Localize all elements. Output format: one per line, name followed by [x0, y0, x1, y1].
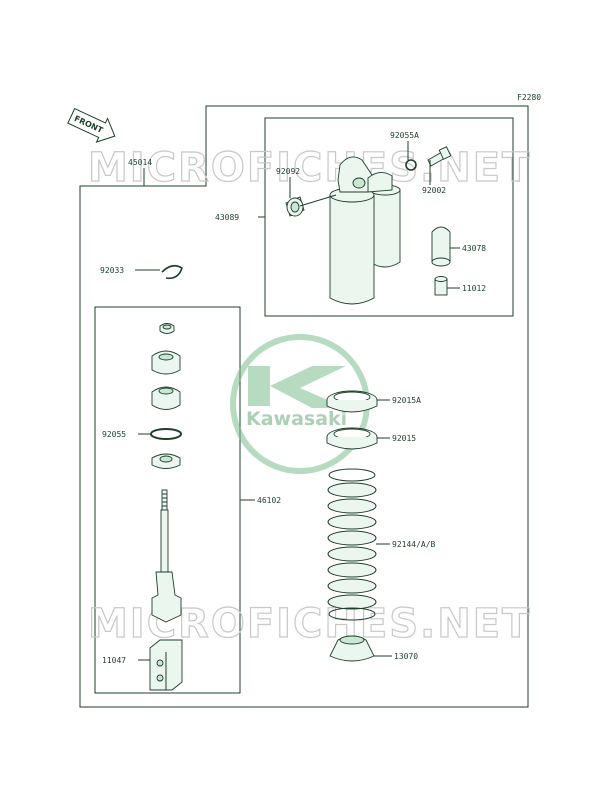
- label-11012: 11012: [462, 284, 486, 293]
- label-92002: 92002: [422, 186, 446, 195]
- shock-body: [329, 156, 401, 305]
- spring-seat-13070: [329, 635, 375, 662]
- label-13070: 13070: [394, 652, 418, 661]
- cap-43078: [431, 226, 451, 267]
- label-43089: 43089: [215, 213, 239, 222]
- bushing-92092: [285, 196, 305, 217]
- label-11047: 11047: [102, 656, 126, 665]
- label-46102: 46102: [257, 496, 281, 505]
- figure-code: F2280: [517, 93, 541, 102]
- o-ring-92055A: [405, 159, 417, 171]
- watermark-top: MICROFICHES.NET: [88, 145, 531, 191]
- spring-92144: [327, 468, 377, 621]
- label-92092: 92092: [276, 167, 300, 176]
- adjust-nut-92015A: [326, 390, 378, 413]
- label-92033: 92033: [100, 266, 124, 275]
- front-arrow-icon: FRONT: [67, 107, 116, 143]
- label-92055: 92055: [102, 430, 126, 439]
- label-92015A: 92015A: [392, 396, 421, 405]
- label-43078: 43078: [462, 244, 486, 253]
- lock-nut-92015: [326, 427, 378, 450]
- label-92144: 92144/A/B: [392, 540, 436, 549]
- label-92055A: 92055A: [390, 131, 419, 140]
- label-92015: 92015: [392, 434, 416, 443]
- circlip-92033: [161, 264, 183, 280]
- valve-11012: [434, 276, 448, 296]
- assembly-outline: [79, 105, 529, 708]
- leader-lines: [135, 141, 460, 661]
- damper-rod-assembly: [149, 323, 183, 691]
- logo-text: Kawasaki: [246, 408, 347, 430]
- label-45014: 45014: [128, 158, 152, 167]
